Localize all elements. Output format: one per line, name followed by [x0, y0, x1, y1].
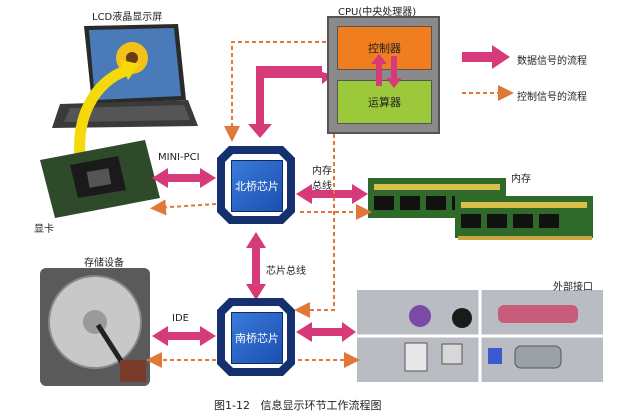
- data-flow-arrows: [152, 45, 510, 346]
- memory-bus-line2: 总线: [312, 181, 332, 192]
- lcd-label: LCD液晶显示屏: [92, 12, 163, 23]
- cpu-label: CPU(中央处理器): [338, 7, 417, 18]
- alu-box: 运算器: [337, 80, 432, 124]
- ide-label: IDE: [172, 313, 189, 324]
- controller-label: 控制器: [368, 42, 401, 55]
- north-bridge-chip: 北桥芯片: [217, 146, 295, 224]
- graphics-card-label: 显卡: [34, 224, 54, 235]
- graphics-card-picture: [40, 140, 160, 218]
- memory-bus-label: 内存 总线: [312, 162, 332, 192]
- south-bridge-label: 南桥芯片: [235, 332, 279, 345]
- memory-modules-picture: [368, 178, 593, 240]
- memory-label: 内存: [511, 174, 531, 185]
- external-ports-label: 外部接口: [553, 282, 593, 293]
- control-flow-arrows: [146, 41, 514, 368]
- alu-label: 运算器: [368, 96, 401, 109]
- hard-disk-picture: [40, 268, 150, 386]
- legend-control-flow: 控制信号的流程: [517, 92, 587, 103]
- mini-pci-label: MINI-PCI: [158, 152, 200, 163]
- south-bridge-chip: 南桥芯片: [217, 298, 295, 376]
- storage-label: 存储设备: [84, 258, 124, 269]
- external-ports-picture: [357, 290, 603, 382]
- cpu-internal-arrows: [371, 54, 402, 88]
- legend-data-flow: 数据信号的流程: [517, 56, 587, 67]
- chipset-bus-label: 芯片总线: [266, 266, 306, 277]
- north-bridge-label: 北桥芯片: [235, 180, 279, 193]
- memory-bus-line1: 内存: [312, 166, 332, 177]
- cpu-block: 控制器 运算器: [327, 16, 440, 134]
- display-flow-arrow: [74, 64, 130, 170]
- figure-caption: 图1-12 信息显示环节工作流程图: [214, 399, 382, 412]
